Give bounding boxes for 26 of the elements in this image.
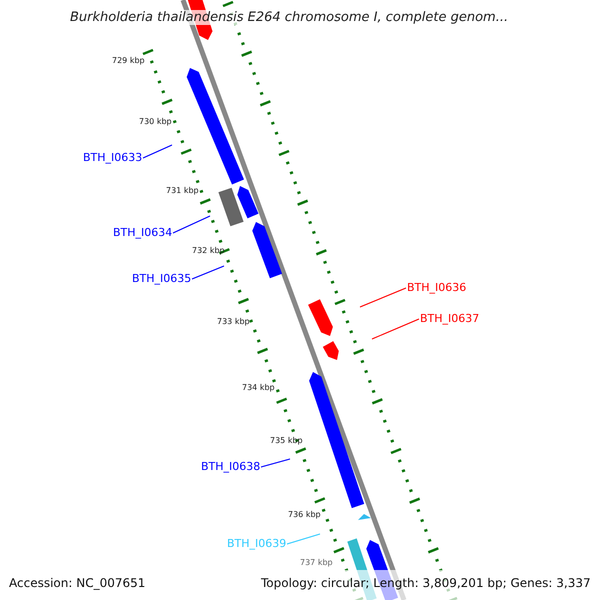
leader-line [142, 144, 172, 158]
gene-label: BTH_I0634 [113, 226, 172, 239]
scale-label: 734 kbp [242, 383, 275, 393]
footer-text: Topology: circular; Length: 3,809,201 bp; Genes: 3,337 [261, 576, 591, 590]
scale-label: 737 kbp [300, 558, 333, 568]
gene-label: BTH_I0639 [227, 537, 286, 550]
leader-line [192, 266, 224, 280]
gene-label: BTH_I0635 [132, 272, 192, 285]
scale-label: 735 kbp [270, 436, 303, 446]
leader-line [172, 216, 210, 234]
scale-label: 729 kbp [112, 56, 145, 66]
gene-label: BTH_I0637 [420, 312, 480, 325]
leader-line [260, 458, 290, 468]
gene-label: BTH_I0633 [83, 151, 142, 164]
leader-line [360, 288, 406, 308]
scale-label: 733 kbp [217, 317, 250, 327]
title: Burkholderia thailandensis E264 chromosome I, complete genom... [70, 10, 508, 25]
gene-label: BTH_I0636 [407, 281, 466, 294]
scale-label: 730 kbp [139, 117, 172, 127]
scale-label: 732 kbp [192, 246, 225, 256]
gene-label: BTH_I0638 [201, 460, 260, 473]
footer-text: Accession: NC_007651 [9, 576, 146, 590]
scale-label: 731 kbp [166, 186, 199, 196]
scale-label: 736 kbp [288, 510, 321, 520]
leader-line [372, 318, 420, 340]
leader-line [286, 534, 320, 544]
